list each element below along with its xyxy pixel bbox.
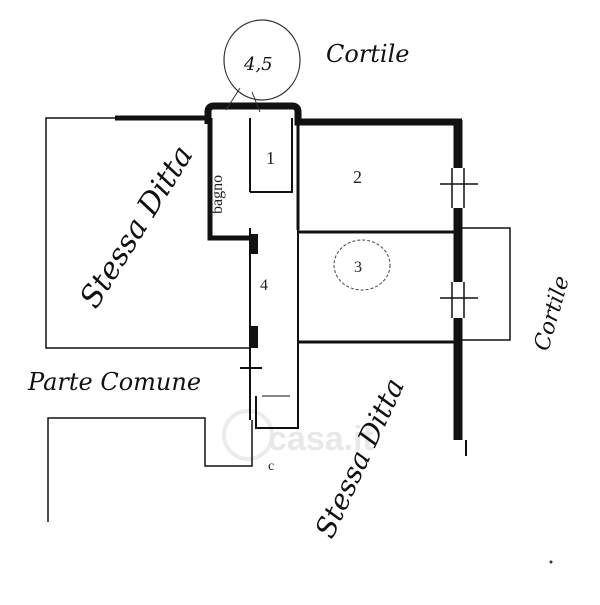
- courtyard-box: [462, 227, 511, 341]
- annotation-leader: [225, 87, 241, 111]
- window-room-2: [440, 168, 478, 208]
- bathroom-wall: [207, 118, 250, 241]
- label-stessa-ditta-bottom: Stessa Ditta: [308, 373, 411, 543]
- label-cortile-right: Cortile: [530, 273, 575, 353]
- ink-dot: [549, 560, 553, 564]
- watermark-text: casa.it: [268, 420, 374, 458]
- label-parte-comune: Parte Comune: [27, 368, 201, 396]
- annotation-leader: [251, 91, 261, 113]
- common-area-outline: [47, 417, 253, 522]
- corridor-pillar: [250, 234, 258, 254]
- label-corridor-bottom: c: [268, 459, 274, 474]
- label-room-4: 4: [260, 277, 268, 294]
- top-wall: [204, 102, 462, 126]
- label-room-3: 3: [354, 259, 362, 276]
- label-room-1: 1: [266, 148, 275, 168]
- label-room-2: 2: [353, 167, 362, 187]
- watermark: casa.it: [222, 409, 374, 461]
- annotation-circle-label: 4,5: [243, 54, 273, 75]
- label-cortile-top: Cortile: [326, 40, 409, 68]
- room-3-circle: [333, 239, 391, 291]
- room-1-wall: [250, 118, 293, 193]
- corridor-end: [255, 396, 299, 429]
- label-stessa-ditta-left: Stessa Ditta: [73, 139, 200, 314]
- annotation-circle: [223, 19, 301, 101]
- watermark-icon: [222, 409, 274, 461]
- label-bagno: bagno: [209, 175, 226, 214]
- window-room-3: [440, 282, 478, 318]
- corridor-pillar: [250, 326, 258, 348]
